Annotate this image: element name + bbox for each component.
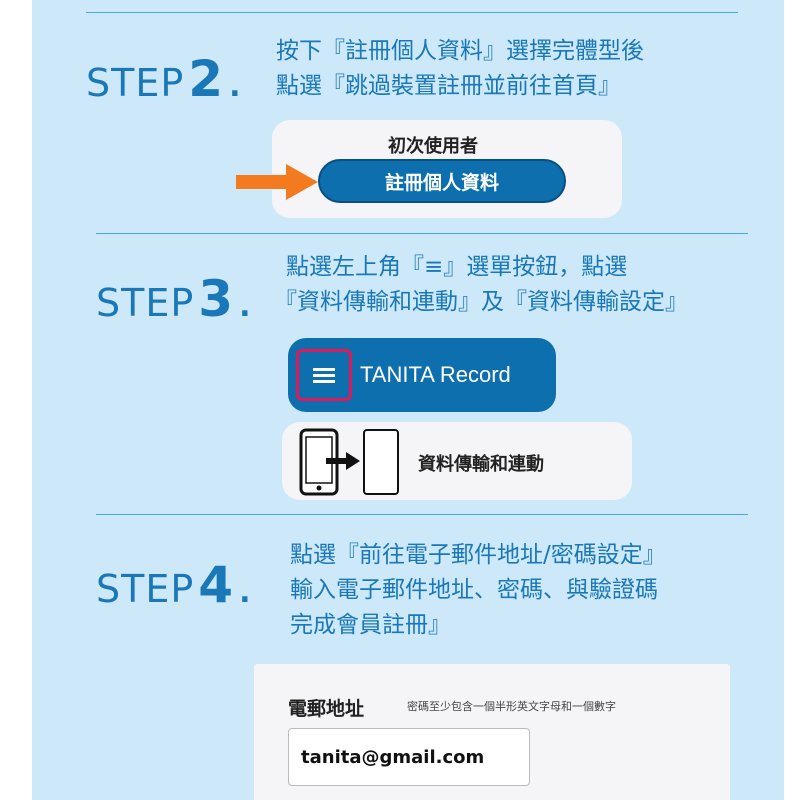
step3-number: 3 xyxy=(198,270,234,328)
step4-description: 點選『前往電子郵件地址/密碼設定』 輸入電子郵件地址、密碼、與驗證碼 完成會員註… xyxy=(290,538,666,643)
step4-word: STEP xyxy=(96,567,195,611)
step2-description: 按下『註冊個人資料』選擇完體型後 點選『跳過裝置註冊並前往首頁』 xyxy=(276,34,644,104)
hamburger-menu-icon xyxy=(313,368,335,383)
step2-desc-line1: 按下『註冊個人資料』選擇完體型後 xyxy=(276,38,644,64)
step4-label: STEP 4 . xyxy=(96,556,250,614)
step3-desc-line1: 點選左上角『≡』選單按鈕，點選 xyxy=(286,254,628,280)
password-hint: 密碼至少包含一個半形英文字母和一個數字 xyxy=(407,700,616,713)
step4-desc-line3: 完成會員註冊』 xyxy=(290,612,451,638)
register-profile-button[interactable]: 註冊個人資料 xyxy=(318,159,566,203)
step2-desc-line2: 點選『跳過裝置註冊並前往首頁』 xyxy=(276,73,621,99)
arrow-right-icon xyxy=(236,164,318,200)
step4-desc-line2: 輸入電子郵件地址、密碼、與驗證碼 xyxy=(290,577,658,603)
divider-step3-step4 xyxy=(96,514,748,515)
hamburger-menu-button[interactable] xyxy=(296,349,352,401)
step3-word: STEP xyxy=(96,281,195,325)
data-transfer-label: 資料傳輸和連動 xyxy=(418,454,544,475)
step2-dot: . xyxy=(229,69,241,104)
first-time-user-title: 初次使用者 xyxy=(388,136,478,157)
phone-transfer-icon xyxy=(299,428,399,496)
email-field-label: 電郵地址 xyxy=(288,698,365,720)
divider-top xyxy=(86,12,738,13)
step3-description: 點選左上角『≡』選單按鈕，點選 『資料傳輸和連動』及『資料傳輸設定』 xyxy=(274,250,688,320)
step3-desc-line2: 『資料傳輸和連動』及『資料傳輸設定』 xyxy=(274,289,688,315)
step4-dot: . xyxy=(239,575,251,610)
email-input[interactable] xyxy=(288,728,530,786)
step3-label: STEP 3 . xyxy=(96,270,250,328)
app-title: TANITA Record xyxy=(360,362,511,387)
step2-label: STEP 2 . xyxy=(86,50,240,108)
step4-desc-line1: 點選『前往電子郵件地址/密碼設定』 xyxy=(290,542,666,568)
step4-number: 4 xyxy=(198,556,234,614)
step2-word: STEP xyxy=(86,61,185,105)
step3-dot: . xyxy=(239,289,251,324)
divider-step2-step3 xyxy=(96,233,748,234)
step2-number: 2 xyxy=(188,50,224,108)
